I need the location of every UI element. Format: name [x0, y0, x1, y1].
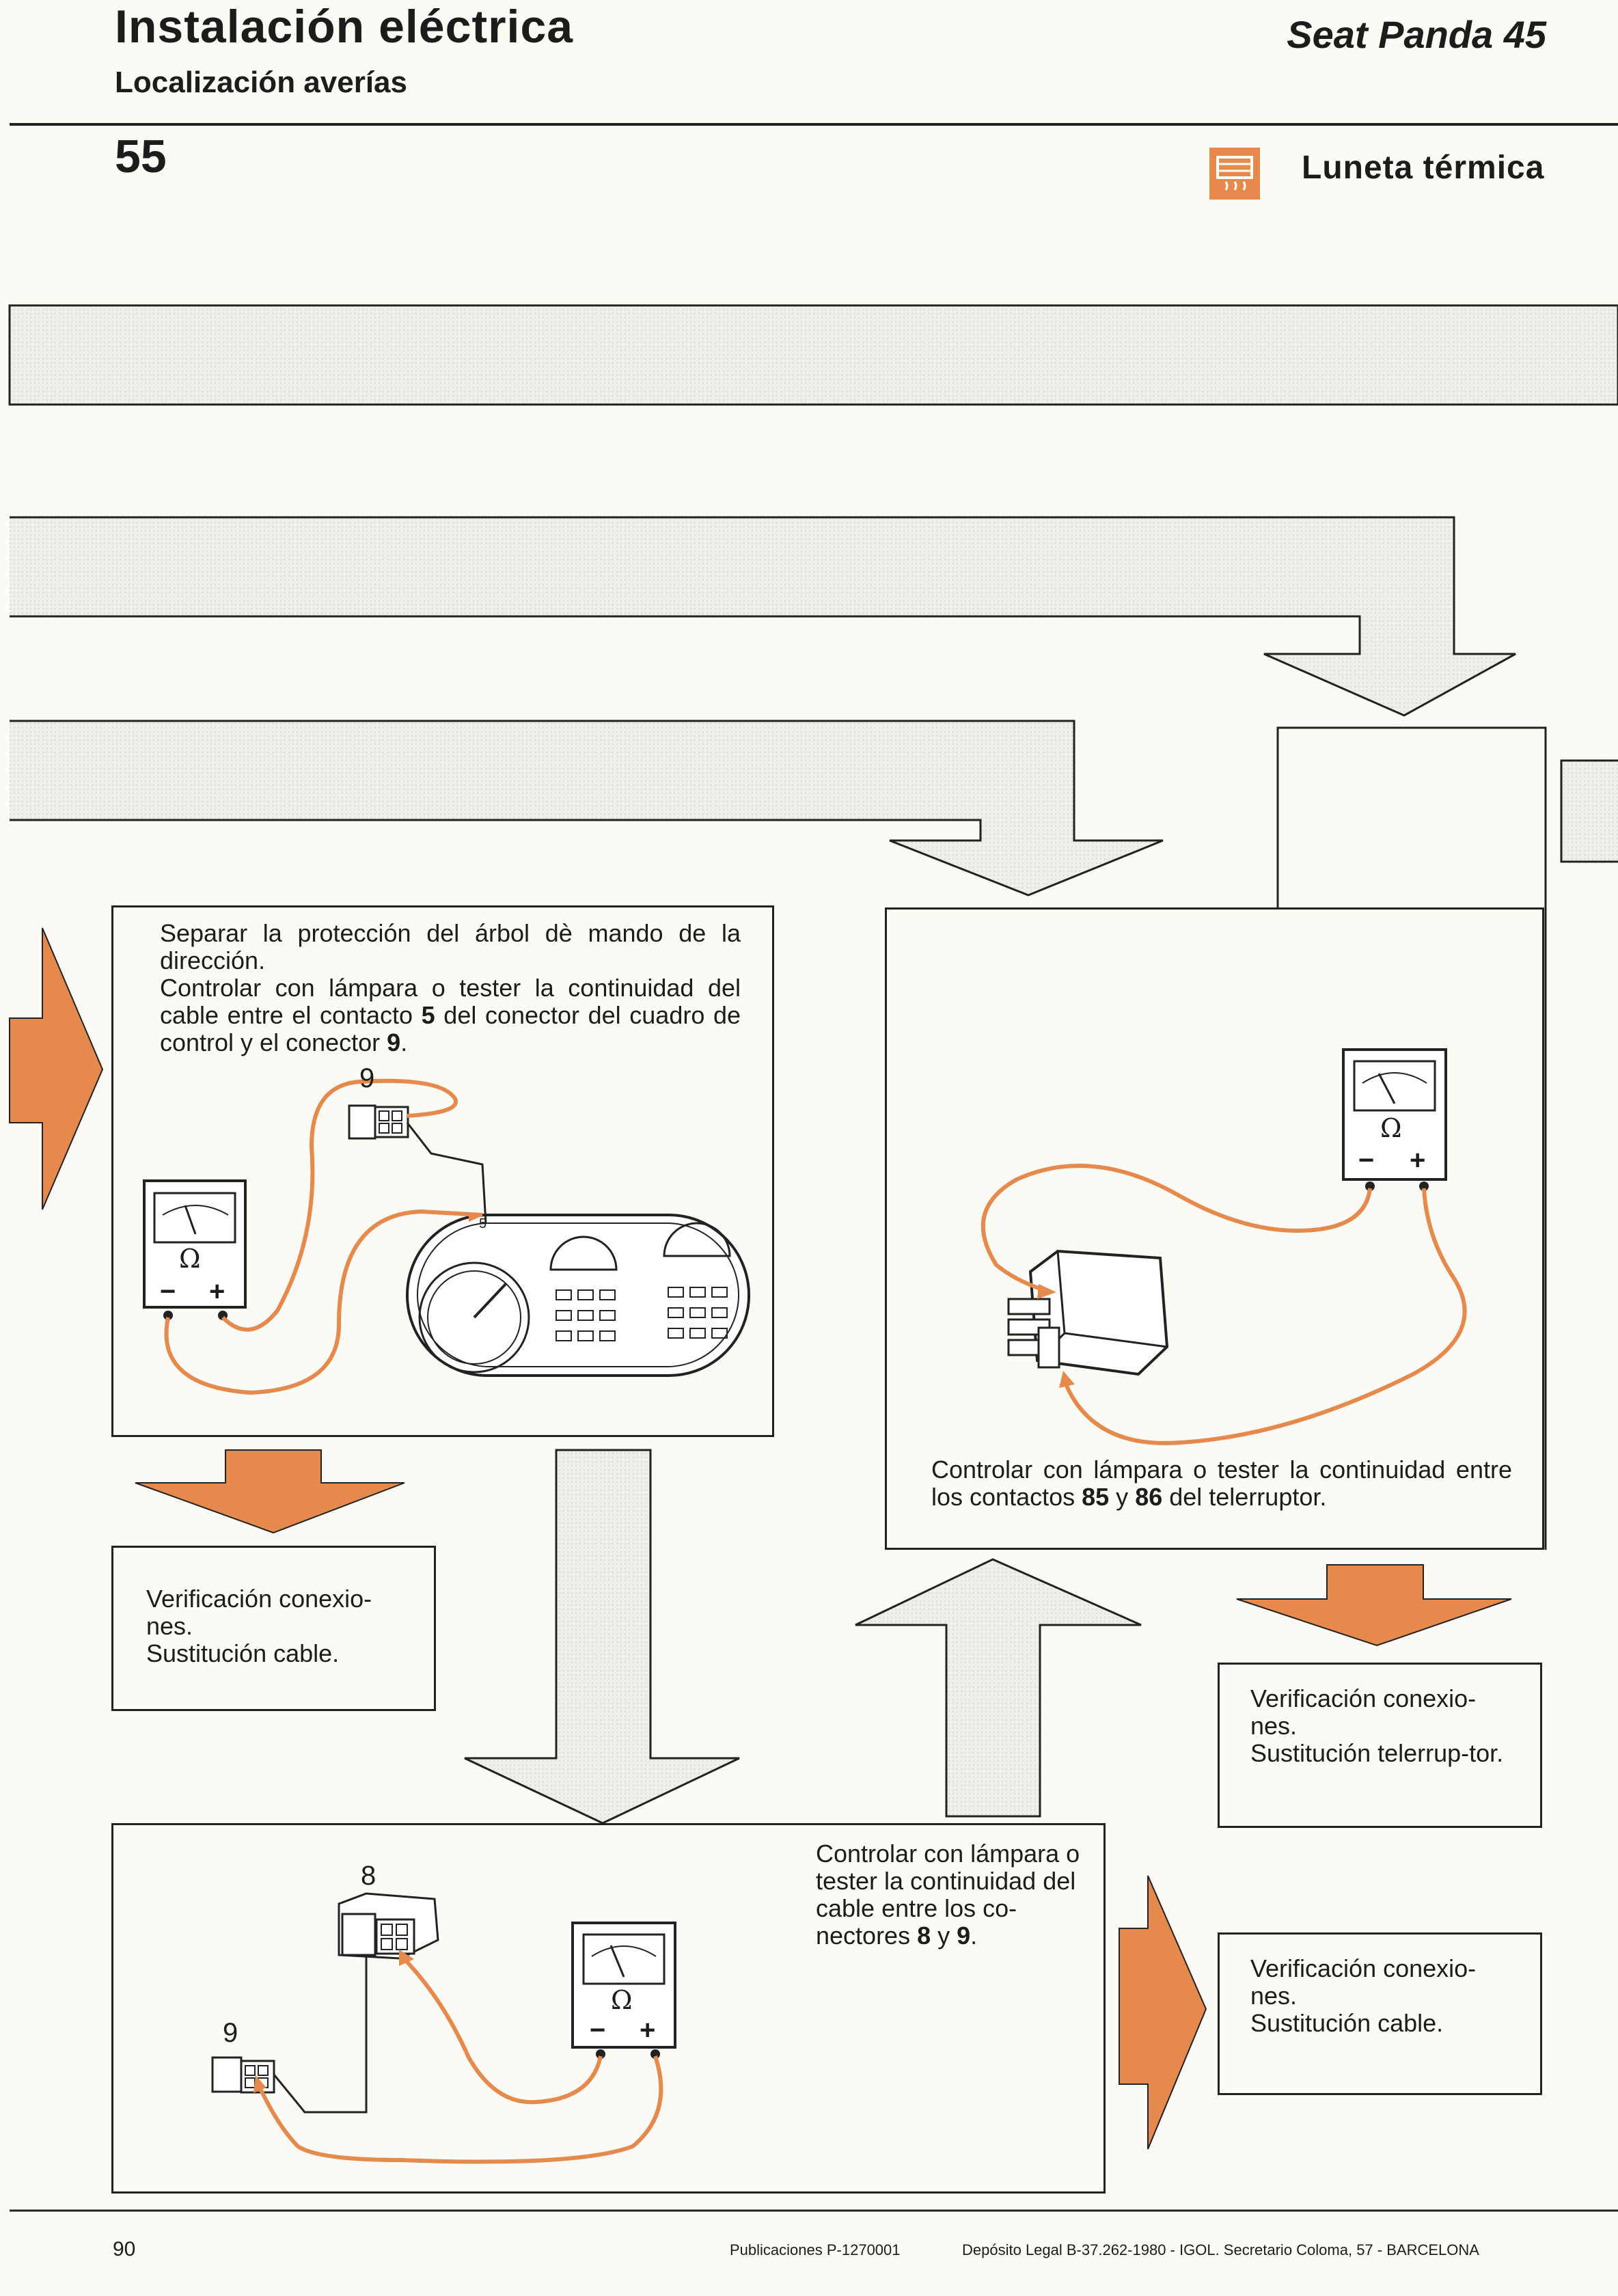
- relay: [1007, 1249, 1169, 1376]
- step-e-connector-8: 8: [917, 1922, 931, 1950]
- step-a-line2-post: .: [400, 1028, 408, 1056]
- footer-page-number: 90: [113, 2238, 136, 2260]
- section-number: 55: [115, 131, 167, 182]
- step-b-contact-85: 85: [1082, 1483, 1110, 1511]
- step-a-connector-9: 9: [387, 1028, 401, 1056]
- tester-e-minus: −: [590, 2015, 606, 2045]
- step-e-connector-9: 9: [957, 1922, 971, 1950]
- step-b-text-post: del telerruptor.: [1162, 1483, 1327, 1511]
- header-rule: [10, 123, 1618, 126]
- footer-publication: Publicaciones P-1270001: [730, 2241, 901, 2258]
- tester-e-plus: +: [640, 2015, 656, 2045]
- step-d-line2: Sustitución telerrup-tor.: [1250, 1739, 1504, 1767]
- step-e-text-mid: y: [931, 1922, 957, 1950]
- step-box-e: 8 9 Ω − + Controlar con lámpara o tester…: [111, 1823, 1106, 2194]
- step-c-line2: Sustitución cable.: [146, 1639, 340, 1667]
- connector-8: [338, 1892, 439, 1960]
- step-a-line1: Separar la protección del árbol dè mando…: [160, 919, 741, 974]
- step-f-line1: Verificación conexio-nes.: [1250, 1954, 1477, 2010]
- step-b-text-mid: y: [1109, 1483, 1136, 1511]
- tester-b-minus: −: [1358, 1145, 1375, 1175]
- label-contact-5: 5: [479, 1216, 487, 1231]
- tester-b: [1342, 1048, 1447, 1191]
- step-box-c: Verificación conexio-nes. Sustitución ca…: [111, 1546, 436, 1711]
- heated-rear-window-icon: [1209, 148, 1260, 200]
- connector-9-a: [348, 1104, 409, 1140]
- step-box-a: Separar la protección del árbol dè mando…: [111, 905, 774, 1437]
- step-b-text: Controlar con lámpara o tester la contin…: [931, 1456, 1512, 1511]
- step-box-f: Verificación conexio-nes. Sustitución ca…: [1218, 1932, 1542, 2095]
- step-d-text: Verificación conexio-nes. Sustitución te…: [1250, 1685, 1517, 1767]
- step-e-text-post: .: [970, 1922, 978, 1950]
- diagram-b: [981, 1048, 1467, 1445]
- tester-e: [571, 1922, 676, 2059]
- step-d-line1: Verificación conexio-nes.: [1250, 1684, 1477, 1740]
- step-b-contact-86: 86: [1135, 1483, 1163, 1511]
- step-a-text: Separar la protección del árbol dè mando…: [160, 920, 741, 1056]
- instrument-cluster: [406, 1214, 750, 1377]
- tester-a-plus: +: [209, 1276, 225, 1307]
- footer-legal: Depósito Legal B-37.262-1980 - IGOL. Sec…: [962, 2241, 1479, 2258]
- tester-a-ohm: Ω: [179, 1244, 201, 1274]
- step-e-text: Controlar con lámpara o tester la contin…: [816, 1840, 1089, 1950]
- step-a-line2-mid: del conector del cuadro de control y el …: [160, 1001, 741, 1056]
- step-c-text: Verificación conexio-nes. Sustitución ca…: [146, 1585, 409, 1667]
- label-connector-9-b: 9: [223, 2018, 238, 2048]
- tester-b-ohm: Ω: [1380, 1113, 1402, 1143]
- step-e-text-pre: Controlar con lámpara o tester la contin…: [816, 1840, 1080, 1950]
- diagram-a: [143, 1078, 750, 1395]
- vehicle-model: Seat Panda 45: [1287, 13, 1546, 56]
- section-title: Luneta térmica: [1302, 150, 1545, 186]
- step-f-text: Verificación conexio-nes. Sustitución ca…: [1250, 1955, 1517, 2037]
- step-c-line1: Verificación conexio-nes.: [146, 1585, 372, 1640]
- step-a-line2-pre: Controlar con lámpara o tester la contin…: [160, 974, 741, 1029]
- diagram-e: [211, 1892, 676, 2164]
- page-subtitle: Localización averías: [115, 66, 407, 99]
- step-a-contact-5: 5: [421, 1001, 435, 1029]
- label-connector-8: 8: [361, 1861, 376, 1891]
- step-box-d: Verificación conexio-nes. Sustitución te…: [1218, 1663, 1542, 1828]
- label-connector-9-a: 9: [359, 1063, 375, 1093]
- step-b-text-pre: Controlar con lámpara o tester la contin…: [931, 1456, 1512, 1511]
- page-title: Instalación eléctrica: [115, 1, 574, 53]
- tester-e-ohm: Ω: [611, 1985, 633, 2015]
- tester-b-plus: +: [1410, 1145, 1426, 1175]
- step-f-line2: Sustitución cable.: [1250, 2009, 1444, 2037]
- tester-a-minus: −: [160, 1276, 176, 1307]
- step-box-b: Ω − + Controlar con lámpara o tester la …: [885, 907, 1544, 1550]
- tester-a: [143, 1179, 247, 1320]
